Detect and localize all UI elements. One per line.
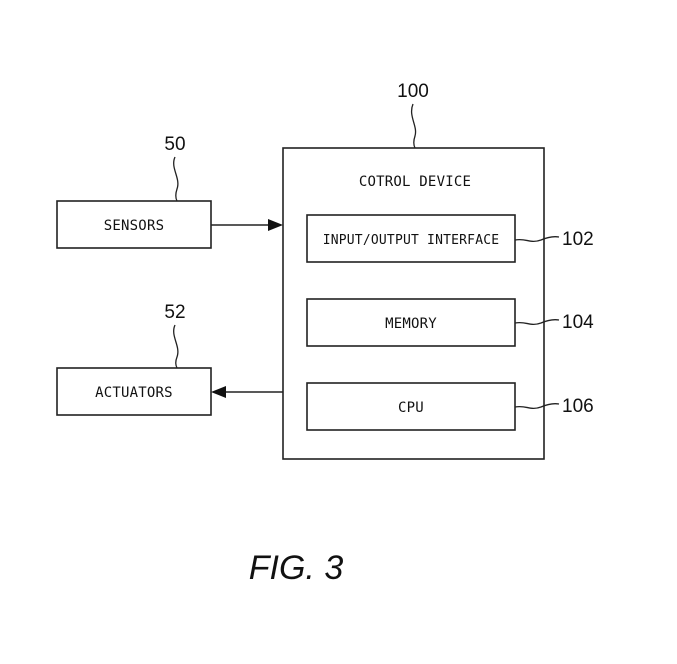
- control-device-title: COTROL DEVICE: [359, 174, 471, 190]
- actuators-ref: 52: [164, 302, 185, 323]
- sensors-ref: 50: [164, 134, 185, 155]
- memory-box: [306, 298, 516, 347]
- cpu-leader: [514, 402, 560, 410]
- sensors-box: [56, 200, 212, 249]
- io-interface-box: [306, 214, 516, 263]
- control-to-actuators-arrowhead: [211, 386, 226, 398]
- memory-ref: 104: [562, 312, 594, 333]
- actuators-box: [56, 367, 212, 416]
- sensors-label: SENSORS: [104, 218, 164, 234]
- control-device-leader: [410, 103, 417, 149]
- control-device-ref: 100: [397, 81, 429, 102]
- memory-label: MEMORY: [385, 316, 437, 332]
- io-interface-ref: 102: [562, 229, 594, 250]
- cpu-ref: 106: [562, 396, 594, 417]
- sensors-leader: [173, 156, 179, 202]
- io-interface-leader: [514, 235, 560, 243]
- figure-caption: FIG. 3: [249, 549, 344, 587]
- actuators-label: ACTUATORS: [95, 385, 173, 401]
- actuators-leader: [173, 324, 179, 369]
- io-interface-label: INPUT/OUTPUT INTERFACE: [323, 233, 500, 248]
- memory-leader: [514, 318, 560, 326]
- sensors-to-control-arrowhead: [268, 219, 283, 231]
- cpu-label: CPU: [398, 400, 424, 416]
